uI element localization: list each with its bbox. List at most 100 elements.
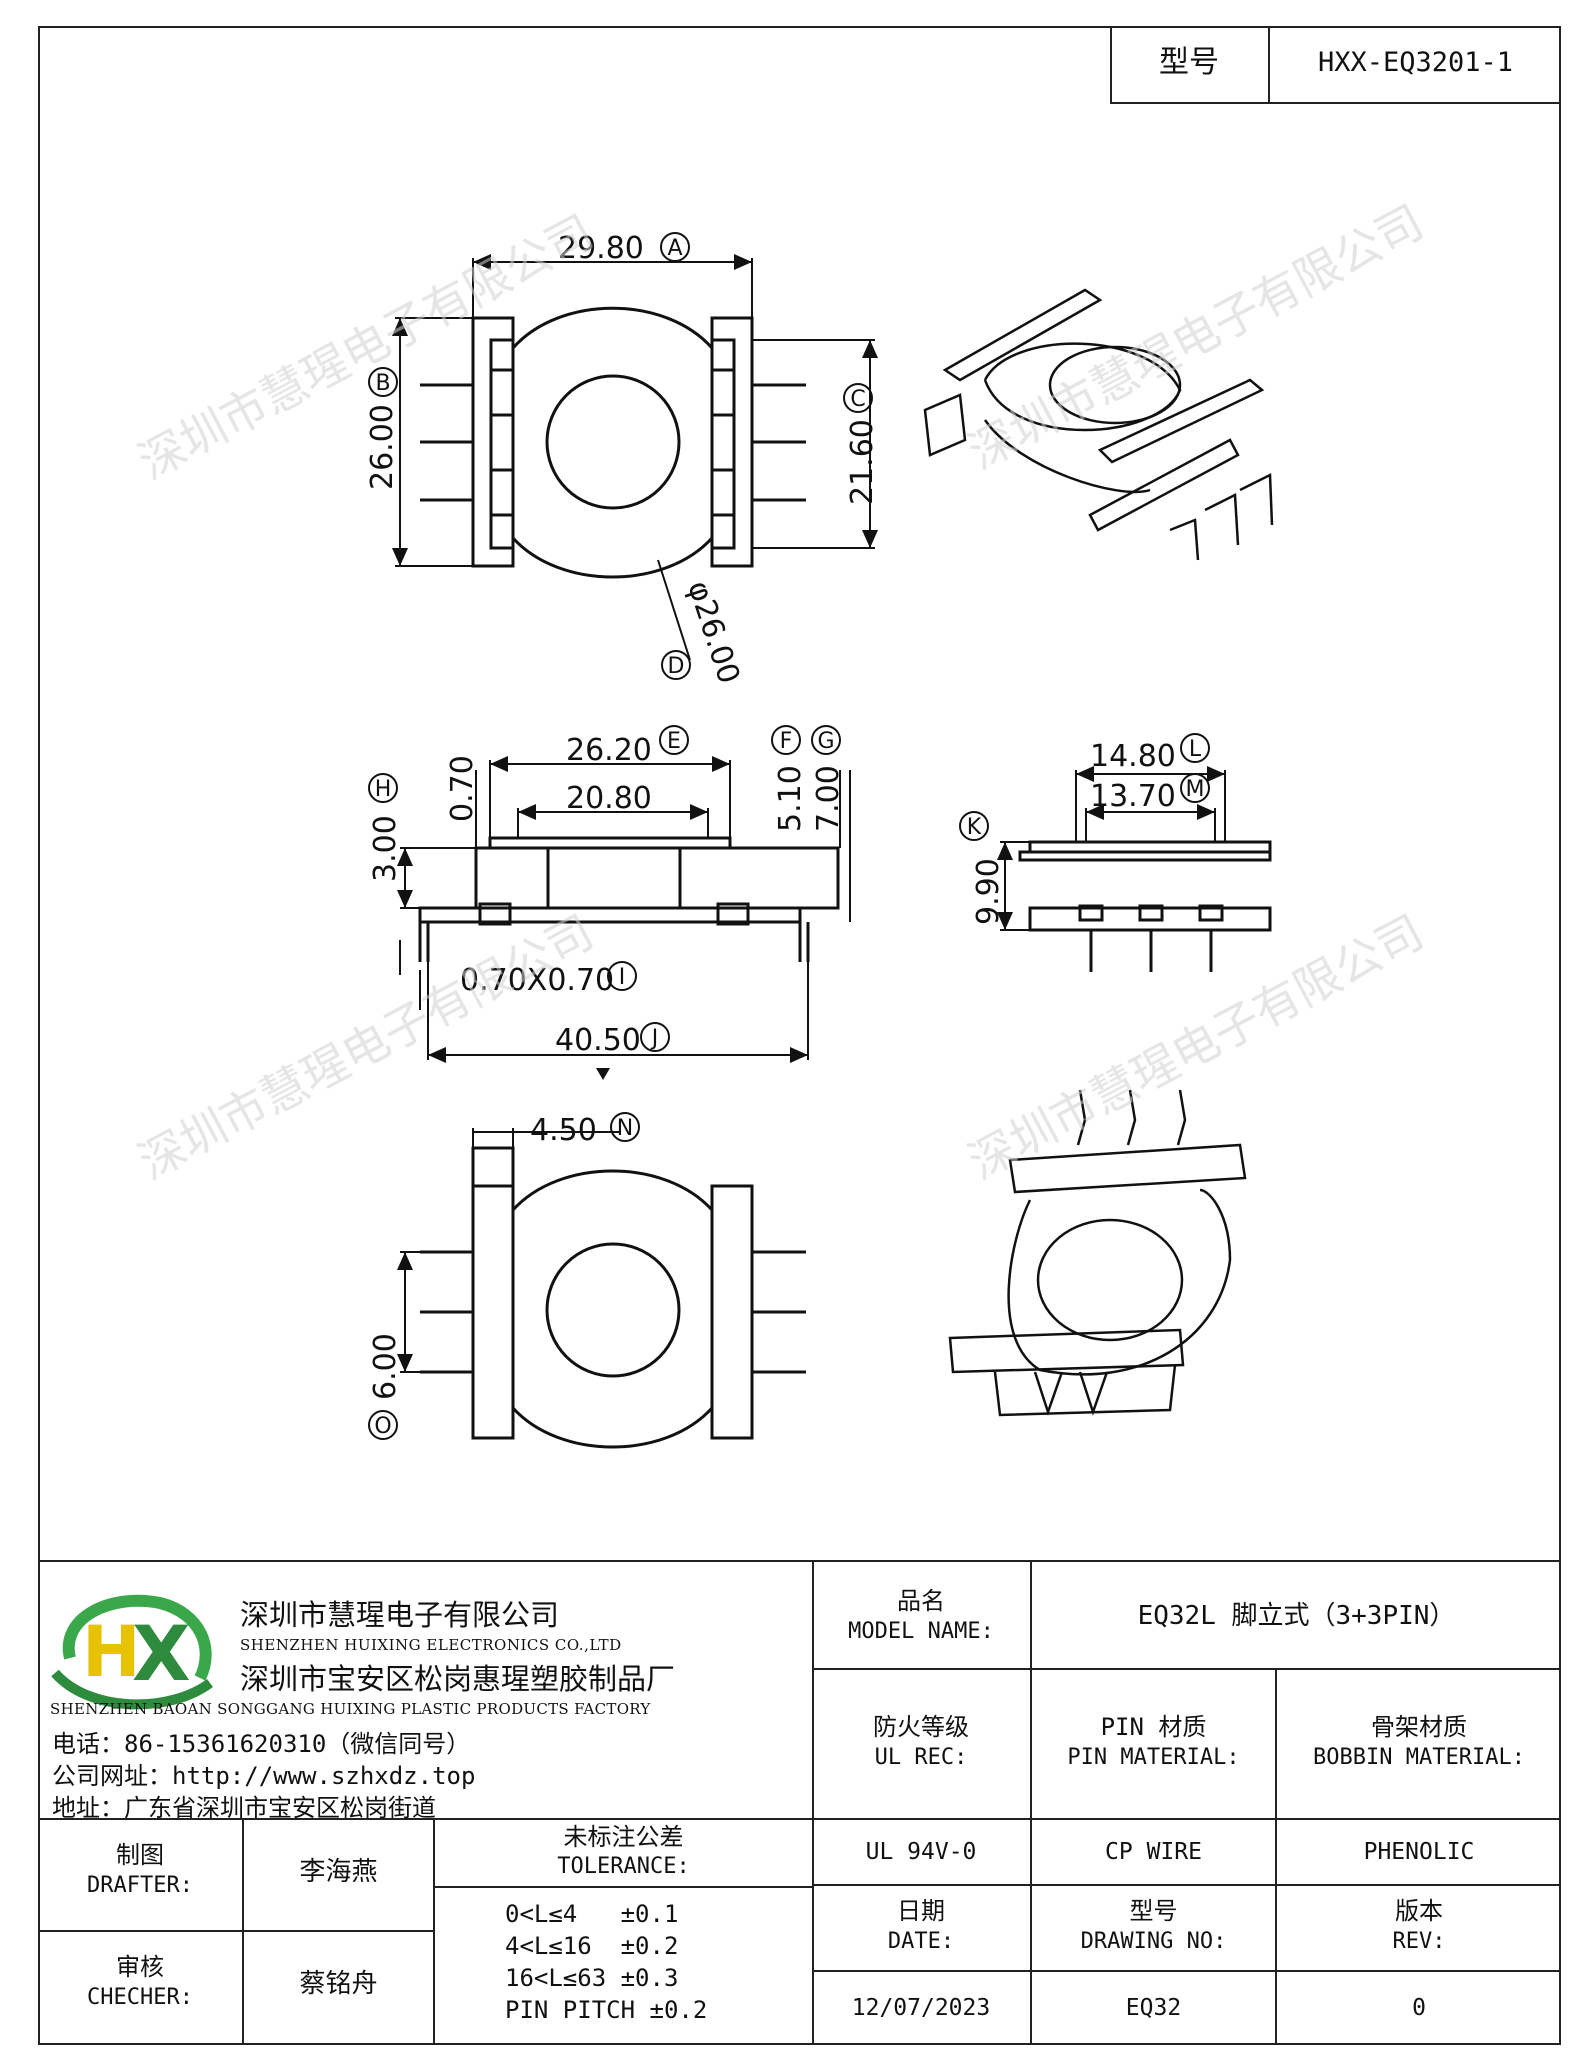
company-name-en: SHENZHEN HUIXING ELECTRONICS CO.,LTD bbox=[240, 1636, 622, 1654]
callout-b: B bbox=[368, 367, 398, 397]
svg-text:J: J bbox=[650, 1026, 659, 1051]
callout-n: N bbox=[610, 1112, 640, 1142]
top-view bbox=[420, 306, 806, 579]
checker-label-cn: 审核 bbox=[116, 1953, 164, 1981]
pin-material-label-en: PIN MATERIAL: bbox=[1067, 1745, 1240, 1770]
tb-line bbox=[433, 1818, 435, 2045]
callout-j: J bbox=[640, 1022, 670, 1052]
fire-rating-label-cn: 防火等级 bbox=[873, 1713, 969, 1741]
model-name-label-cn: 品名 bbox=[897, 1587, 945, 1615]
isometric-view-bottom bbox=[948, 1089, 1247, 1417]
rev-label-cn: 版本 bbox=[1395, 1897, 1443, 1925]
svg-text:K: K bbox=[967, 815, 982, 840]
dim-a-value: 29.80 bbox=[558, 231, 644, 266]
model-header-divider bbox=[1268, 26, 1270, 104]
dim-l-value: 14.80 bbox=[1090, 739, 1176, 774]
svg-text:E: E bbox=[667, 729, 681, 754]
company-phone: 电话：86-15361620310（微信同号） bbox=[52, 1730, 471, 1758]
bobbin-material-label-cn: 骨架材质 bbox=[1371, 1713, 1467, 1741]
drawing-no-label-en: DRAWING NO: bbox=[1080, 1929, 1227, 1954]
tb-line bbox=[38, 1818, 1561, 1820]
dim-h-value: 3.00 bbox=[368, 815, 403, 882]
rev-value: 0 bbox=[1412, 1995, 1426, 2021]
tolerance-label-en: TOLERANCE: bbox=[557, 1854, 690, 1879]
svg-text:M: M bbox=[1186, 777, 1205, 802]
dim-i-value: 0.70X0.70 bbox=[460, 963, 614, 998]
callout-l: L bbox=[1180, 733, 1210, 763]
date-value: 12/07/2023 bbox=[851, 1995, 991, 2021]
company-name-cn: 深圳市慧瑆电子有限公司 bbox=[240, 1598, 560, 1632]
svg-text:C: C bbox=[850, 387, 865, 412]
dim-d-value: φ26.00 bbox=[680, 577, 746, 688]
callout-a: A bbox=[660, 232, 690, 262]
dim-n-value: 4.50 bbox=[530, 1113, 597, 1148]
callout-g: G bbox=[811, 725, 841, 755]
dim-o-value: 6.00 bbox=[368, 1333, 403, 1400]
callout-m: M bbox=[1180, 773, 1210, 803]
rev-label-en: REV: bbox=[1392, 1929, 1446, 1954]
drafter-name: 李海燕 bbox=[299, 1857, 378, 1887]
svg-text:F: F bbox=[780, 729, 793, 754]
model-name-value: EQ32L 脚立式（3+3PIN） bbox=[1137, 1601, 1456, 1631]
pin-material-label-cn: PIN 材质 bbox=[1100, 1713, 1207, 1741]
callout-h: H bbox=[368, 773, 398, 803]
isometric-view-top bbox=[923, 288, 1274, 561]
drafter-label-cn: 制图 bbox=[116, 1841, 164, 1869]
model-name-label-en: MODEL NAME: bbox=[848, 1619, 994, 1644]
dim-e-value: 26.20 bbox=[566, 733, 652, 768]
technical-drawing: 29.80 26.00 21.60 φ26.00 26.20 20.80 5.1… bbox=[130, 194, 1432, 1449]
tb-line bbox=[433, 1886, 812, 1888]
factory-name-cn: 深圳市宝安区松岗惠瑆塑胶制品厂 bbox=[240, 1662, 676, 1696]
callout-d: D bbox=[661, 650, 691, 680]
model-header-box bbox=[1110, 26, 1561, 104]
svg-text:D: D bbox=[668, 654, 685, 679]
company-website: 公司网址：http://www.szhxdz.top bbox=[52, 1762, 476, 1790]
watermark-text: 深圳市慧瑆电子有限公司 bbox=[960, 194, 1432, 479]
svg-text:N: N bbox=[617, 1116, 633, 1141]
dim-g-value: 7.00 bbox=[811, 765, 846, 832]
checker-name: 蔡铭舟 bbox=[299, 1969, 378, 1999]
callout-e: E bbox=[659, 725, 689, 755]
model-header-value: HXX-EQ3201-1 bbox=[1317, 47, 1514, 78]
company-logo: H X bbox=[51, 1594, 213, 1710]
factory-name-en: SHENZHEN BAOAN SONGGANG HUIXING PLASTIC … bbox=[50, 1700, 651, 1718]
tolerance-row-4: PIN PITCH ±0.2 bbox=[505, 1996, 708, 2024]
tb-line bbox=[812, 1668, 1561, 1670]
svg-text:A: A bbox=[667, 236, 682, 261]
checker-label-en: CHECHER: bbox=[87, 1985, 193, 2010]
logo-text: H bbox=[82, 1611, 141, 1693]
dim-m-value: 13.70 bbox=[1090, 779, 1176, 814]
drawing-frame bbox=[38, 26, 1561, 2045]
dim-h2-value: 0.70 bbox=[445, 755, 480, 822]
dim-k-value: 9.90 bbox=[971, 858, 1006, 925]
date-label-en: DATE: bbox=[887, 1929, 955, 1954]
dim-c-value: 21.60 bbox=[845, 419, 880, 505]
tolerance-row-2: 4<L≤16 ±0.2 bbox=[505, 1932, 679, 1960]
callout-f: F bbox=[771, 725, 801, 755]
tolerance-row-1: 0<L≤4 ±0.1 bbox=[505, 1900, 679, 1928]
dim-f-value: 5.10 bbox=[773, 765, 808, 832]
callout-k: K bbox=[959, 811, 989, 841]
drawing-no-value: EQ32 bbox=[1125, 1995, 1182, 2021]
side-view bbox=[418, 836, 840, 962]
bobbin-material-value: PHENOLIC bbox=[1363, 1839, 1475, 1865]
tb-line bbox=[1030, 1560, 1032, 2045]
fire-rating-label-en: UL REC: bbox=[874, 1745, 968, 1770]
callout-c: C bbox=[843, 383, 873, 413]
drafter-label-en: DRAFTER: bbox=[87, 1873, 193, 1898]
svg-text:I: I bbox=[619, 965, 626, 990]
pin-material-value: CP WIRE bbox=[1105, 1839, 1202, 1865]
tolerance-row-3: 16<L≤63 ±0.3 bbox=[505, 1964, 679, 1992]
tb-line bbox=[38, 1930, 433, 1932]
model-header-label: 型号 bbox=[1159, 45, 1219, 80]
company-address: 地址：广东省深圳市宝安区松岗街道 bbox=[52, 1794, 436, 1822]
dim-j-value: 40.50 bbox=[555, 1023, 641, 1058]
title-block bbox=[38, 1560, 1561, 2047]
svg-text:X: X bbox=[132, 1609, 191, 1698]
svg-text:B: B bbox=[375, 371, 390, 396]
svg-text:G: G bbox=[817, 729, 834, 754]
date-label-cn: 日期 bbox=[897, 1897, 945, 1925]
tb-line bbox=[1275, 1668, 1277, 2045]
tolerance-label-cn: 未标注公差 bbox=[563, 1823, 684, 1851]
tb-line bbox=[812, 1560, 814, 2045]
